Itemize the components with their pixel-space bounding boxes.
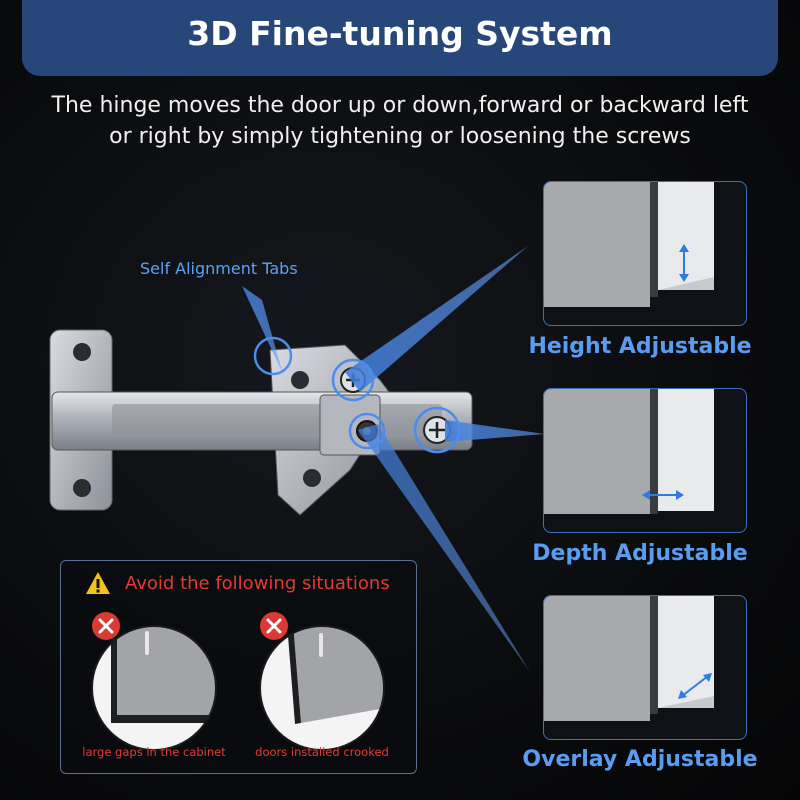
tabs-beam (242, 286, 283, 374)
overlay-door-illustration (544, 596, 714, 721)
header-banner: 3D Fine-tuning System (22, 0, 778, 76)
height-panel (543, 181, 747, 326)
horizontal-double-arrow-icon (642, 490, 684, 500)
height-adjustable-label: Height Adjustable (528, 334, 752, 359)
warning-box: Avoid the following situations large gap… (60, 560, 417, 774)
depth-adjustable-label: Depth Adjustable (532, 541, 748, 566)
vertical-double-arrow-icon (679, 244, 689, 282)
self-alignment-tabs-label: Self Alignment Tabs (140, 259, 298, 278)
gap-case-caption: large gaps in the cabinet (82, 745, 226, 759)
depth-beam (358, 424, 530, 672)
depth-highlight (348, 412, 386, 450)
description-text: The hinge moves the door up or down,forw… (0, 90, 800, 152)
plate-hole (73, 343, 91, 361)
description-line-1: The hinge moves the door up or down,forw… (51, 93, 749, 118)
page-title: 3D Fine-tuning System (187, 14, 613, 53)
gap-case-illustration (91, 625, 217, 751)
overlay-panel (543, 595, 747, 740)
height-highlight (331, 358, 375, 402)
diagonal-double-arrow-icon (678, 673, 712, 699)
depth-panel (543, 388, 747, 533)
crooked-case-caption: doors installed crooked (255, 745, 389, 759)
warning-triangle-icon (86, 572, 110, 594)
overlay-beam (445, 420, 545, 442)
error-x-icon (260, 612, 288, 640)
depth-door-illustration (544, 389, 714, 514)
overlay-adjustable-label: Overlay Adjustable (522, 747, 758, 772)
error-x-icon (92, 612, 120, 640)
crooked-case-illustration (259, 625, 385, 751)
plate-hole (73, 479, 91, 497)
warning-title: Avoid the following situations (125, 573, 390, 594)
overlay-highlight (413, 406, 461, 454)
description-line-2: or right by simply tightening or looseni… (109, 124, 691, 149)
tabs-highlight (253, 336, 293, 376)
height-beam (345, 246, 528, 392)
height-door-illustration (544, 182, 714, 307)
